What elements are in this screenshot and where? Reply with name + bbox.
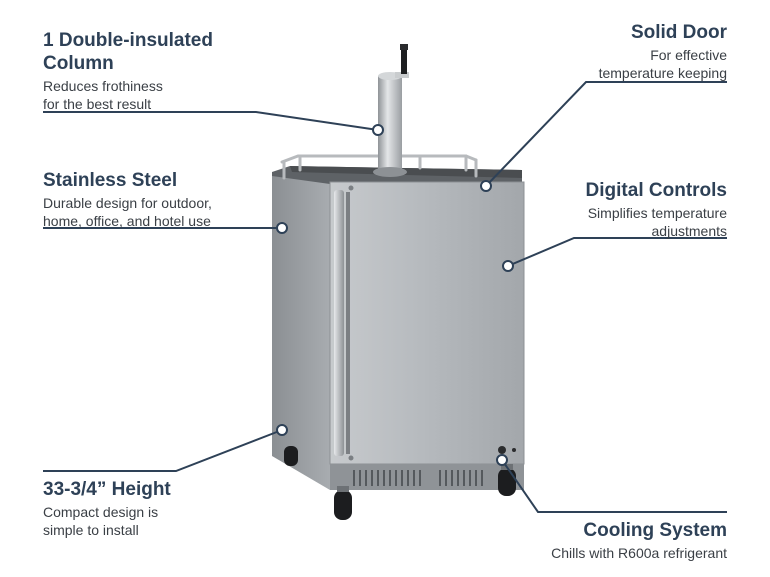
cabinet-side: [272, 172, 330, 490]
door-handle: [334, 185, 354, 461]
feature-stainless-steel: Stainless Steel Durable design for outdo…: [43, 169, 212, 230]
feature-title: Solid Door: [630, 22, 727, 43]
feature-digital-controls: Digital Controls Simplifies temperature …: [586, 179, 727, 240]
feature-title: Digital Controls: [585, 180, 727, 201]
feature-desc-line: For effective: [650, 47, 727, 63]
feature-desc-line: Reduces frothiness: [43, 78, 163, 94]
feature-column: 1 Double-insulated Column Reduces frothi…: [43, 29, 243, 113]
beer-tower: [373, 44, 409, 177]
callout-dots: [276, 124, 514, 466]
feature-desc-line: Durable design for outdoor,: [43, 195, 212, 211]
feature-height: 33-3/4” Height Compact design is simple …: [43, 478, 171, 539]
feature-desc-line: home, office, and hotel use: [43, 213, 211, 229]
feature-title: 1 Double-insulated Column: [43, 30, 213, 74]
door-marker: [480, 180, 492, 192]
feature-desc-line: for the best result: [43, 96, 152, 112]
feature-desc-line: Compact design is: [43, 504, 159, 520]
feature-desc-line: Chills with R600a refrigerant: [551, 545, 727, 561]
height-marker: [276, 424, 288, 436]
steel-marker: [276, 222, 288, 234]
vent-grille: [330, 446, 524, 490]
feature-title: Stainless Steel: [43, 170, 178, 191]
feature-cooling-system: Cooling System Chills with R600a refrige…: [551, 519, 727, 562]
feature-title: 33-3/4” Height: [43, 479, 171, 500]
controls-marker: [502, 260, 514, 272]
cabinet-door: [329, 181, 525, 465]
callout-lines: [43, 81, 727, 513]
column-marker: [372, 124, 384, 136]
feature-solid-door: Solid Door For effective temperature kee…: [599, 21, 727, 82]
feature-desc-line: Simplifies temperature: [587, 205, 727, 221]
feature-desc-line: temperature keeping: [598, 65, 727, 81]
feature-desc-line: adjustments: [651, 223, 727, 239]
feature-title: Cooling System: [583, 520, 727, 541]
feature-desc-line: simple to install: [43, 522, 139, 538]
cooling-marker: [496, 454, 508, 466]
